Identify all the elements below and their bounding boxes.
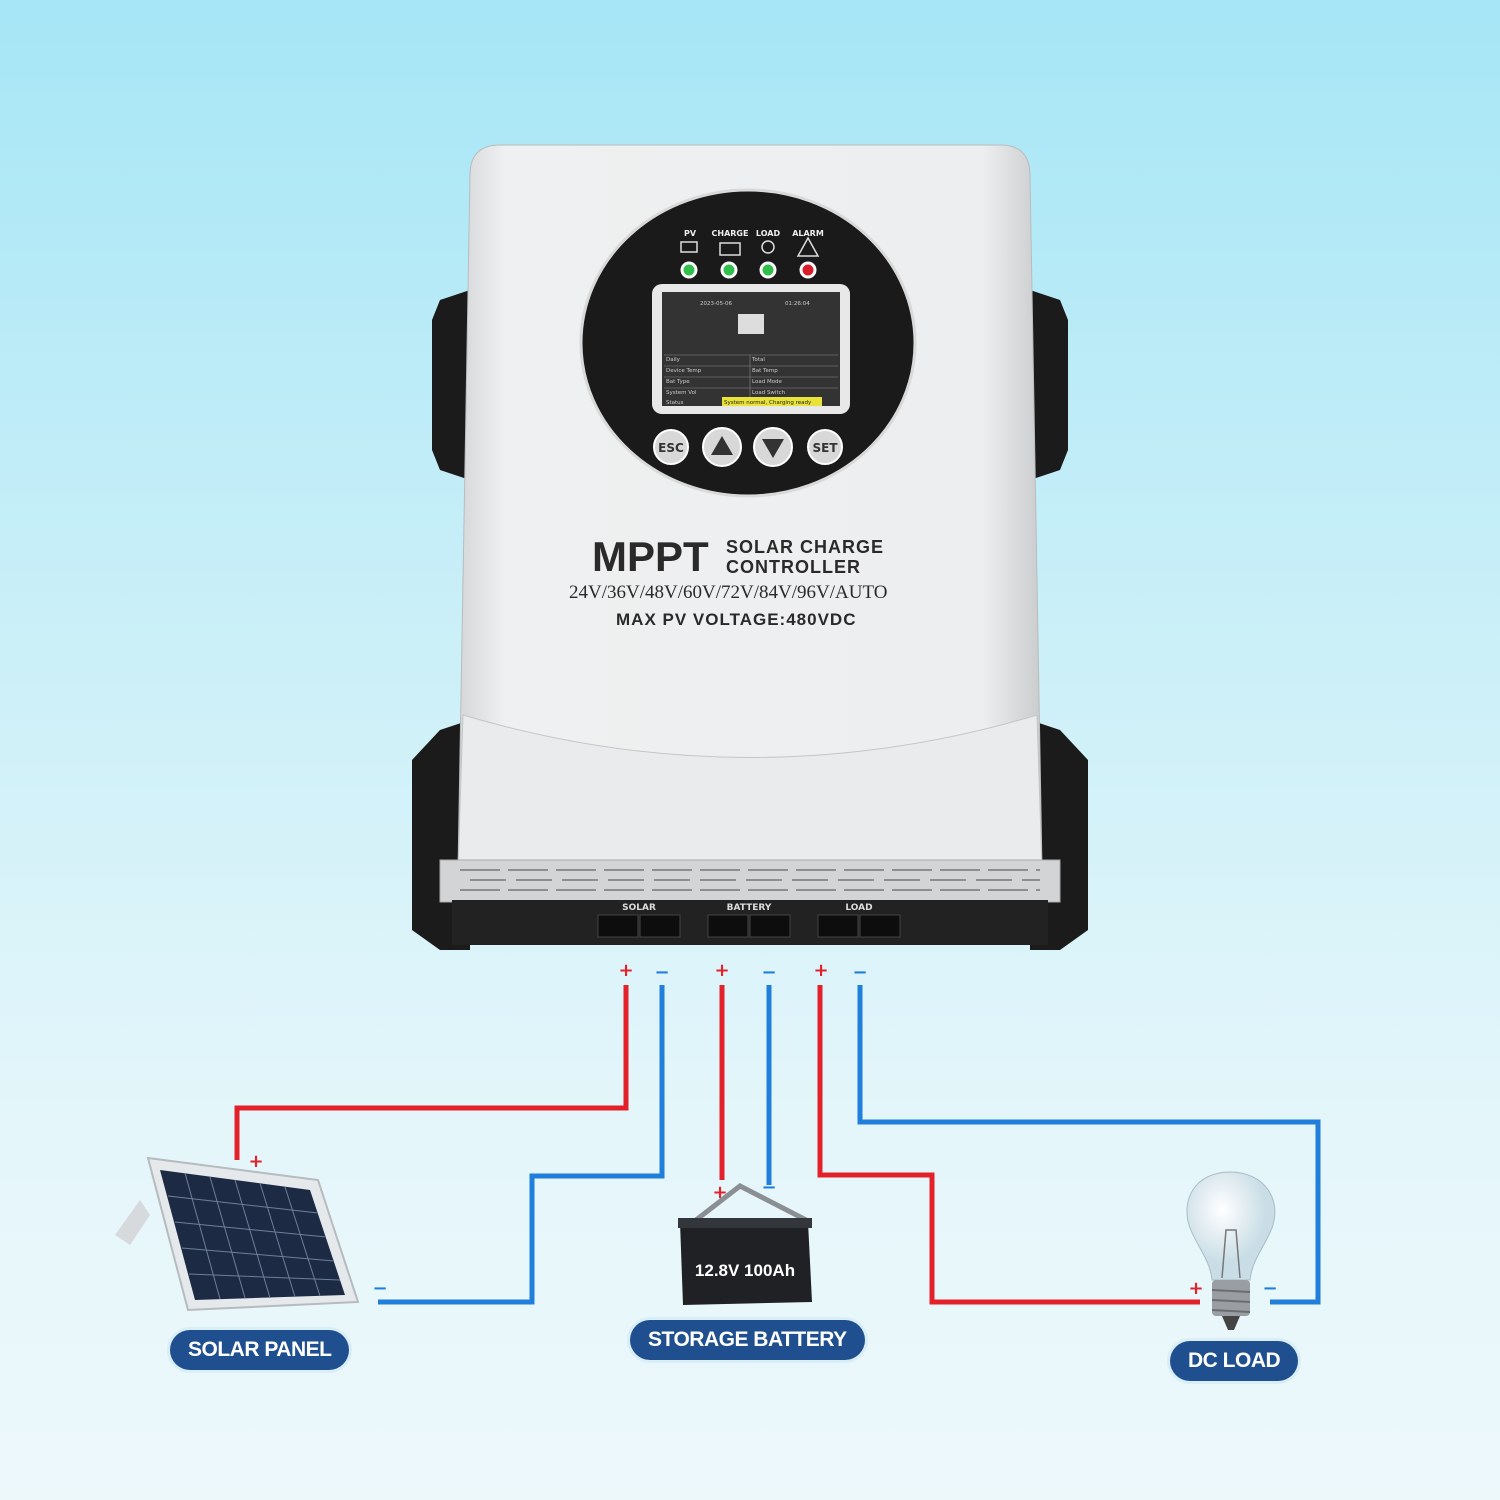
screen-status-text: System normal, Charging ready xyxy=(724,400,812,406)
solar-negative-wire xyxy=(378,985,665,1305)
bulb-icon xyxy=(761,240,775,254)
controller-body xyxy=(439,144,1061,945)
indicator-label-alarm: ALARM xyxy=(792,229,824,238)
lcd-screen xyxy=(662,292,840,406)
screen-date: 2023-05-06 xyxy=(700,301,732,307)
plus-sign: + xyxy=(618,960,633,981)
terminal-label-battery: BATTERY xyxy=(727,903,772,913)
control-panel: PV CHARGE LOAD ALARM 2023-05-06 01:26:04… xyxy=(579,188,917,498)
indicator-label-pv: PV xyxy=(684,229,697,238)
indicator-label-load: LOAD xyxy=(756,229,781,238)
minus-sign: − xyxy=(372,1278,387,1299)
minus-sign: − xyxy=(654,962,669,983)
led-load xyxy=(759,261,777,279)
down-button[interactable] xyxy=(753,427,793,467)
title-line2: CONTROLLER xyxy=(726,557,861,577)
screen-row-label: Total xyxy=(751,357,765,363)
screen-time: 01:26:04 xyxy=(785,301,810,307)
title-mppt: MPPT xyxy=(592,533,709,580)
max-pv-voltage: MAX PV VOLTAGE:480VDC xyxy=(616,610,856,629)
battery-image: 12.8V 100Ah xyxy=(678,1183,812,1305)
esc-button[interactable]: ESC xyxy=(653,429,689,465)
set-button[interactable]: SET xyxy=(807,429,843,465)
label-solar-panel: SOLAR PANEL xyxy=(170,1330,350,1370)
warning-icon xyxy=(796,236,820,257)
minus-sign: − xyxy=(761,1177,776,1198)
plus-sign: + xyxy=(1188,1278,1203,1299)
led-pv xyxy=(680,261,698,279)
battery-icon xyxy=(719,242,741,256)
led-charge xyxy=(720,261,738,279)
voltage-list: 24V/36V/48V/60V/72V/84V/96V/AUTO xyxy=(569,582,887,603)
solar-positive-wire xyxy=(234,985,629,1160)
screen-row-label: Bat Temp xyxy=(752,368,778,374)
arrow-up-icon xyxy=(711,436,733,455)
screen-row-label: Daily xyxy=(666,357,681,363)
screen-row-label: Device Temp xyxy=(666,368,702,374)
light-bulb-image xyxy=(1186,1171,1276,1330)
battery-rating: 12.8V 100Ah xyxy=(695,1261,795,1280)
screen-row-label: System Vol xyxy=(666,390,697,396)
plus-sign: + xyxy=(714,960,729,981)
screen-row-label: Bat Type xyxy=(666,379,690,385)
plus-sign: + xyxy=(813,960,828,981)
load-negative-wire xyxy=(857,985,1321,1305)
screen-row-label: Load Switch xyxy=(752,390,786,396)
terminal-label-solar: SOLAR xyxy=(622,903,656,913)
minus-sign: − xyxy=(852,962,867,983)
indicator-label-charge: CHARGE xyxy=(712,229,749,238)
arrow-down-icon xyxy=(762,439,784,458)
set-label: SET xyxy=(812,441,838,455)
screen-row-label: Load Mode xyxy=(752,379,783,385)
minus-sign: − xyxy=(761,962,776,983)
plus-sign: + xyxy=(248,1151,263,1172)
label-storage-battery: STORAGE BATTERY xyxy=(630,1320,865,1360)
minus-sign: − xyxy=(1262,1278,1277,1299)
up-button[interactable] xyxy=(702,427,742,467)
solar-panel-image xyxy=(115,1156,360,1312)
load-positive-wire xyxy=(817,985,1200,1305)
led-alarm xyxy=(799,261,817,279)
terminal-label-load: LOAD xyxy=(845,903,872,913)
solar-panel-icon xyxy=(680,241,698,253)
label-dc-load: DC LOAD xyxy=(1170,1341,1299,1381)
screen-status-label: Status xyxy=(666,400,684,406)
esc-label: ESC xyxy=(658,441,684,455)
title-line1: SOLAR CHARGE xyxy=(726,537,884,557)
terminal-blocks xyxy=(597,914,901,938)
